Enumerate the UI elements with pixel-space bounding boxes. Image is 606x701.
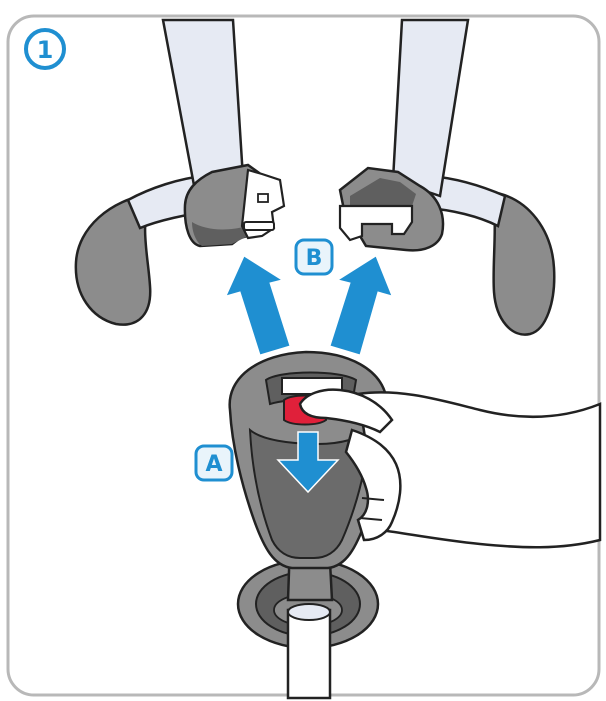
label-b-badge: B [294,238,334,276]
right-housing-shade [350,178,416,210]
label-a-badge: A [194,444,234,482]
thumb [298,388,394,434]
left-hip-pad [74,192,152,326]
right-metal-tongue [338,204,414,242]
arrow-up-icon [225,255,291,356]
left-shoulder-strap-assembly [74,18,286,326]
label-a-box [194,444,234,482]
fingers [344,428,402,542]
step-badge: 1 [24,28,66,70]
step-badge-circle [24,28,66,70]
forearm [356,391,602,549]
tongue-release-arrows [225,255,393,356]
finger-crease-1 [361,497,385,501]
label-a-text: A [205,452,222,477]
crotch-strap-pole-top [287,603,331,621]
label-b-box [294,238,334,276]
crotch-strap-pole [286,608,332,700]
right-shoulder-belt [391,18,470,198]
left-tongue-hole [257,193,269,203]
right-hip-pad [490,190,556,336]
step-number: 1 [37,36,54,64]
left-housing-shade [192,222,252,246]
arrow-up-icon [329,255,393,356]
right-shoulder-strap-assembly [338,18,556,336]
left-tongue-slot [243,221,275,231]
arrow-down-icon [276,431,340,494]
label-b-text: B [306,246,323,271]
hand [298,388,602,549]
right-lap-belt [426,174,507,228]
finger-crease-2 [359,517,383,521]
